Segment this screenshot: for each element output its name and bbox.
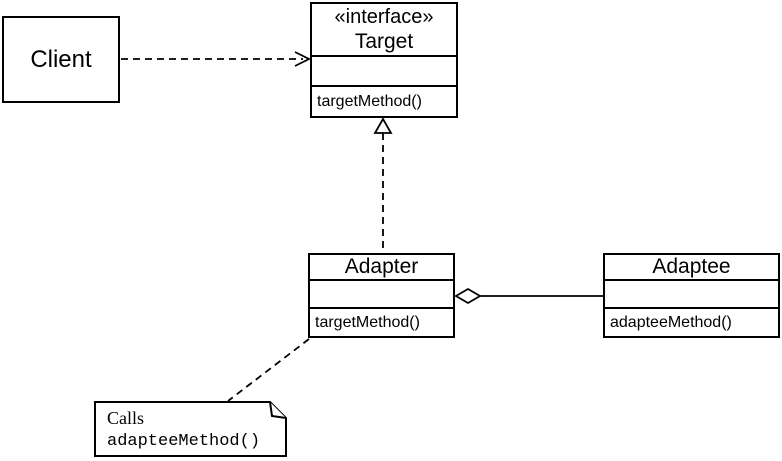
client-class-box: Client <box>2 16 120 103</box>
note-outline <box>94 401 287 457</box>
adaptee-class-name: Adaptee <box>652 255 731 279</box>
aggregation-diamond-icon <box>454 287 482 305</box>
note-line-2: adapteeMethod() <box>107 431 261 451</box>
adaptee-class-box: Adaptee adapteeMethod() <box>603 253 780 338</box>
target-header-compartment: «interface» Target <box>312 4 456 57</box>
adapter-method-label: targetMethod() <box>315 313 420 331</box>
client-class-name: Client <box>30 45 92 73</box>
note-connector <box>227 338 310 402</box>
note-fold-icon <box>269 401 287 419</box>
target-class-name: Target <box>354 29 414 53</box>
adapter-methods-compartment: targetMethod() <box>310 309 453 336</box>
adaptee-methods-compartment: adapteeMethod() <box>605 309 778 336</box>
adapter-class-box: Adapter targetMethod() <box>308 253 455 338</box>
note-line-1: Calls <box>107 407 145 428</box>
client-target-dependency-arrow <box>121 51 312 67</box>
target-attributes-compartment <box>312 57 456 87</box>
hollow-triangle-arrowhead-icon <box>373 117 393 134</box>
adapter-adaptee-aggregation-connector <box>454 287 603 305</box>
adaptee-attributes-compartment <box>605 281 778 309</box>
target-stereotype: «interface» <box>334 5 434 28</box>
adapter-target-realization-arrow <box>373 117 393 253</box>
open-arrowhead-icon <box>294 51 312 67</box>
target-methods-compartment: targetMethod() <box>312 87 456 116</box>
adapter-header-compartment: Adapter <box>310 255 453 281</box>
adaptee-header-compartment: Adaptee <box>605 255 778 281</box>
adapter-attributes-compartment <box>310 281 453 309</box>
note-box: Calls adapteeMethod() <box>95 402 285 457</box>
adapter-class-name: Adapter <box>344 255 419 279</box>
adaptee-method-label: adapteeMethod() <box>610 313 732 331</box>
target-method-label: targetMethod() <box>317 92 422 110</box>
target-interface-box: «interface» Target targetMethod() <box>310 2 458 118</box>
